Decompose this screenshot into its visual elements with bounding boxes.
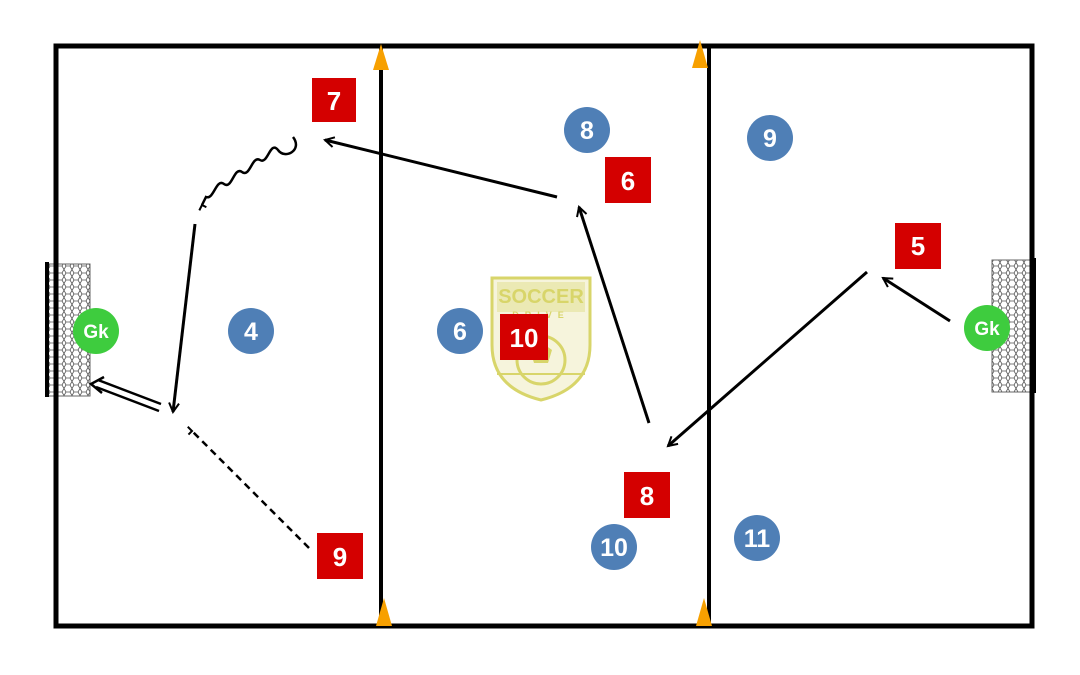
pass-arrow-icon — [579, 207, 651, 424]
svg-text:9: 9 — [333, 542, 347, 572]
svg-text:9: 9 — [763, 125, 777, 153]
svg-text:5: 5 — [911, 231, 925, 261]
goalkeeper-left: Gk — [73, 308, 119, 354]
svg-text:10: 10 — [510, 323, 539, 353]
logo-text-top: SOCCER — [498, 286, 584, 308]
svg-text:Gk: Gk — [974, 319, 1000, 340]
red-player-7: 7 — [312, 78, 356, 122]
svg-text:11: 11 — [744, 525, 771, 553]
blue-player-10: 10 — [591, 524, 637, 570]
cone-icon — [692, 40, 708, 68]
svg-text:8: 8 — [640, 481, 654, 511]
blue-player-4: 4 — [228, 308, 274, 354]
blue-player-11: 11 — [734, 515, 780, 561]
pass-arrow-icon — [668, 270, 868, 446]
svg-text:10: 10 — [600, 534, 628, 562]
pass-arrow-icon — [325, 140, 558, 199]
red-player-8: 8 — [624, 472, 670, 518]
dribble-wavy-arrow-icon — [198, 136, 298, 211]
cone-icon — [696, 598, 712, 626]
run-dashed-arrow-icon — [187, 426, 310, 549]
field-boundary — [53, 43, 1035, 629]
cone-icon — [376, 598, 392, 626]
blue-player-9: 9 — [747, 115, 793, 161]
svg-text:7: 7 — [327, 86, 341, 116]
svg-text:6: 6 — [453, 318, 467, 346]
svg-text:8: 8 — [580, 117, 594, 145]
red-player-10: 10 — [500, 314, 548, 360]
pass-arrow-icon — [883, 276, 951, 323]
blue-player-6: 6 — [437, 308, 483, 354]
blue-player-8: 8 — [564, 107, 610, 153]
pass-arrow-icon — [173, 223, 197, 412]
cone-icon — [373, 44, 389, 70]
red-player-5: 5 — [895, 223, 941, 269]
goalkeeper-right: Gk — [964, 305, 1010, 351]
red-player-9: 9 — [317, 533, 363, 579]
red-player-6: 6 — [605, 157, 651, 203]
svg-text:6: 6 — [621, 166, 635, 196]
shot-double-arrow-icon — [88, 375, 162, 413]
svg-text:4: 4 — [244, 318, 258, 346]
svg-text:Gk: Gk — [83, 322, 109, 343]
